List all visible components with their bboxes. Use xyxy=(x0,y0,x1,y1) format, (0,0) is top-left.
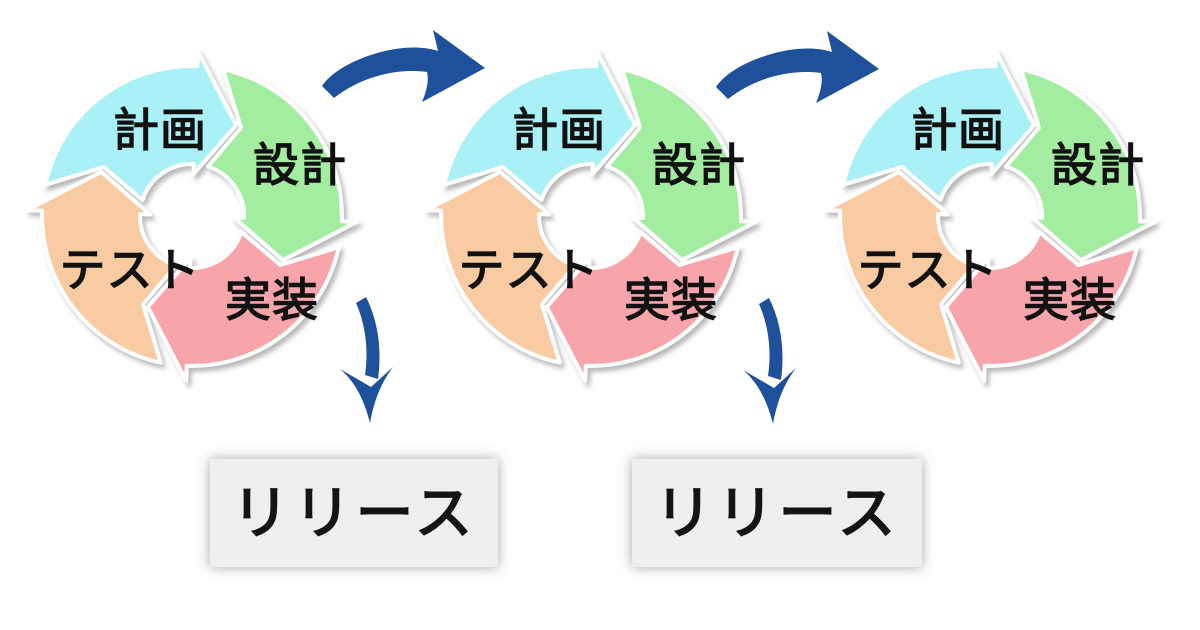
test-label: テスト xyxy=(857,243,999,297)
next-iteration-arrow-2 xyxy=(716,31,879,103)
implement-arc-arrow xyxy=(145,230,341,383)
release-label: リリース xyxy=(231,479,477,547)
test-arc-arrow xyxy=(25,169,178,365)
plan-label: 計画 xyxy=(512,103,606,157)
plan-arc-arrow xyxy=(442,49,638,202)
design-label: 設計 xyxy=(253,138,347,192)
test-label: テスト xyxy=(59,243,201,297)
release-box-2: リリース xyxy=(632,459,922,567)
dev-cycle-1: 計画 設計 テスト 実装 xyxy=(12,36,372,396)
design-arc-arrow xyxy=(605,67,758,263)
plan-label: 計画 xyxy=(911,103,1005,157)
release-box-1: リリース xyxy=(210,459,498,567)
next-iteration-arrow-1 xyxy=(322,30,485,102)
design-label: 設計 xyxy=(652,138,746,192)
release-arrow-1 xyxy=(340,297,393,423)
design-arc-arrow xyxy=(1004,67,1157,263)
implement-arc-arrow xyxy=(943,230,1139,383)
implement-label: 実装 xyxy=(1023,273,1117,327)
dev-cycle-2: 計画 設計 テスト 実装 xyxy=(411,36,771,396)
test-arc-arrow xyxy=(424,169,577,365)
design-label: 設計 xyxy=(1051,138,1145,192)
dev-cycle-3: 計画 設計 テスト 実装 xyxy=(810,36,1170,396)
plan-arc-arrow xyxy=(841,49,1037,202)
implement-arc-arrow xyxy=(544,230,740,383)
test-label: テスト xyxy=(458,243,600,297)
design-arc-arrow xyxy=(206,67,359,263)
implement-label: 実装 xyxy=(225,273,319,327)
implement-label: 実装 xyxy=(624,273,718,327)
release-label: リリース xyxy=(654,479,900,547)
test-arc-arrow xyxy=(823,169,976,365)
release-arrow-2 xyxy=(743,298,796,424)
plan-arc-arrow xyxy=(43,49,239,202)
plan-label: 計画 xyxy=(113,103,207,157)
